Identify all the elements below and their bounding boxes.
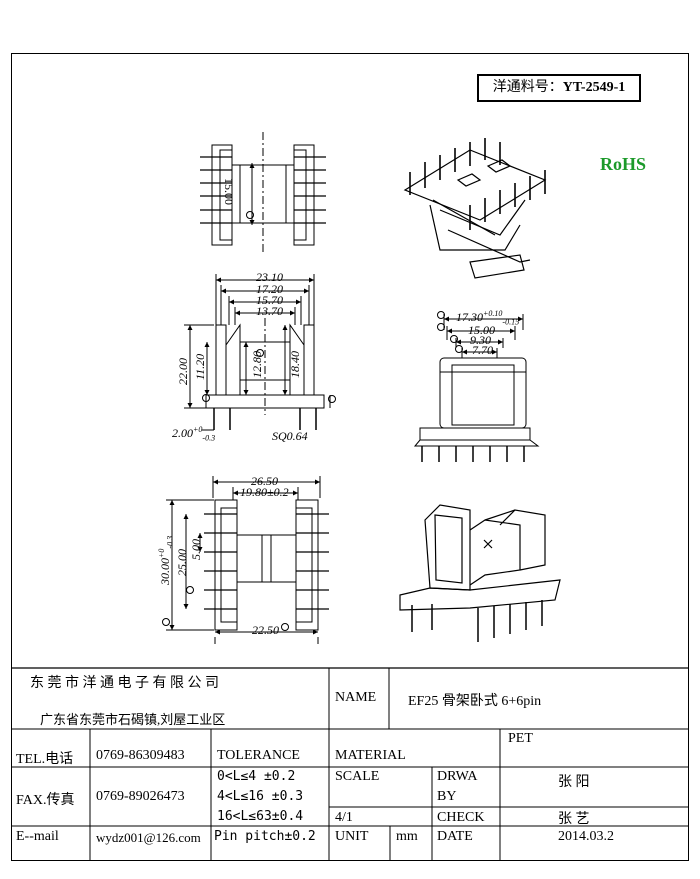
side-view: [413, 311, 540, 462]
company-address: 广东省东莞市石碣镇,刘屋工业区: [40, 712, 226, 727]
dim-26-50: 26.50: [251, 474, 278, 488]
email-label: E--mail: [16, 829, 59, 844]
title-block-grid: [11, 667, 689, 861]
bottom-view: [162, 476, 329, 644]
fax-value: 0769-89026473: [96, 789, 185, 804]
dim-15-00-side: 15.00: [468, 323, 495, 337]
dim-19-80: 19.80±0.2: [240, 485, 289, 499]
tel-label: TEL.电话: [16, 752, 74, 767]
email-value: wydz001@126.com: [96, 830, 201, 845]
scale-label: SCALE: [335, 769, 380, 784]
tolerance-label: TOLERANCE: [217, 748, 300, 763]
drawn-label-line-2: BY: [437, 789, 457, 804]
dim-17-20: 17.20: [256, 282, 283, 296]
drawn-label-line-1: DRWA: [437, 769, 478, 784]
dim-sq0-64: SQ0.64: [272, 429, 308, 443]
top-view: [200, 132, 326, 252]
drawing-sheet-border: [11, 53, 689, 861]
dim-15-00-top: 15.00: [222, 178, 236, 205]
part-number-label: 洋通料号：: [492, 80, 563, 95]
dim-13-70: 13.70: [256, 304, 283, 318]
scale-value: 4/1: [335, 810, 353, 825]
front-view: [184, 274, 336, 431]
tel-value: 0769-86309483: [96, 748, 185, 763]
dim-23-10: 23.10: [256, 270, 283, 284]
material-value: PET: [508, 731, 533, 746]
drawn-by-value: 张 阳: [558, 775, 590, 790]
tolerance-row-2: 4<L≤16 ±0.3: [217, 789, 304, 804]
unit-value: mm: [396, 829, 418, 844]
tolerance-row-3: 16<L≤63±0.4: [217, 809, 304, 824]
check-label: CHECK: [437, 810, 485, 825]
dim-15-70: 15.70: [256, 293, 283, 307]
dim-2-00: 2.00+0-0.3: [172, 425, 216, 443]
dim-25-00: 25.00: [175, 549, 189, 576]
part-number-box: 洋通料号：YT-2549-1: [477, 74, 641, 102]
dim-5-00: 5.00: [189, 539, 203, 560]
dim-22-50: 22.50: [252, 623, 279, 637]
part-number: YT-2549-1: [562, 80, 626, 95]
iso-view-bottom: [399, 504, 561, 642]
dim-7-70: 7.70: [472, 343, 493, 357]
material-label: MATERIAL: [335, 748, 406, 763]
dim-17-30: 17.30+0.10-0.15: [456, 309, 520, 327]
tolerance-row-1: 0<L≤4 ±0.2: [217, 769, 296, 784]
dim-11-20: 11.20: [193, 353, 207, 380]
dim-22-00: 22.00: [176, 358, 190, 385]
date-label: DATE: [437, 829, 473, 844]
tolerance-row-4: Pin pitch±0.2: [214, 829, 316, 844]
name-label: NAME: [335, 690, 377, 705]
name-value: EF25 骨架卧式 6+6pin: [408, 694, 542, 709]
dim-18-40: 18.40: [288, 351, 302, 378]
dim-9-30: 9.30: [470, 333, 491, 347]
iso-view-top: [403, 138, 547, 279]
check-value: 张 艺: [558, 812, 590, 827]
unit-label: UNIT: [335, 829, 369, 844]
dim-30-00: 30.00+0-0.3: [157, 535, 175, 585]
date-value: 2014.03.2: [558, 829, 614, 844]
rohs-mark: RoHS: [600, 154, 647, 174]
dim-12-80: 12.80: [250, 351, 264, 378]
fax-label: FAX.传真: [16, 793, 75, 808]
company-name: 东 莞 市 洋 通 电 子 有 限 公 司: [30, 676, 219, 691]
